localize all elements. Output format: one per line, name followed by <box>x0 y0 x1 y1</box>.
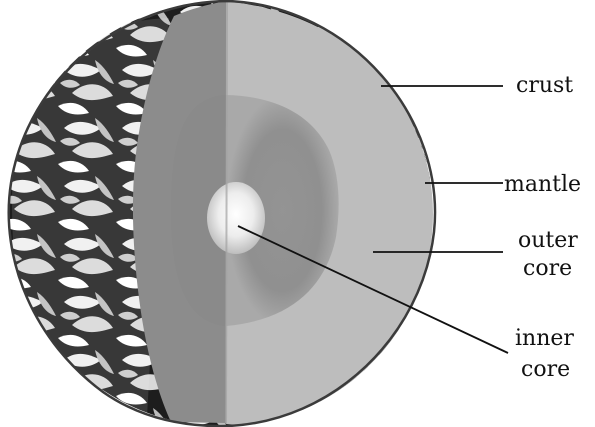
inner-core-label-line-2: core <box>521 357 570 382</box>
inner-core-label-line-1: inner <box>515 326 574 351</box>
crust-label: crust <box>516 73 573 98</box>
outer-core-label-line-1: outer <box>518 228 578 253</box>
inner-core-layer <box>207 182 265 254</box>
planet-cut-edge <box>226 1 227 424</box>
layer-labels: crust mantle outer core inner core <box>504 73 581 382</box>
mantle-label: mantle <box>504 172 581 197</box>
outer-core-label-line-2: core <box>523 256 572 281</box>
